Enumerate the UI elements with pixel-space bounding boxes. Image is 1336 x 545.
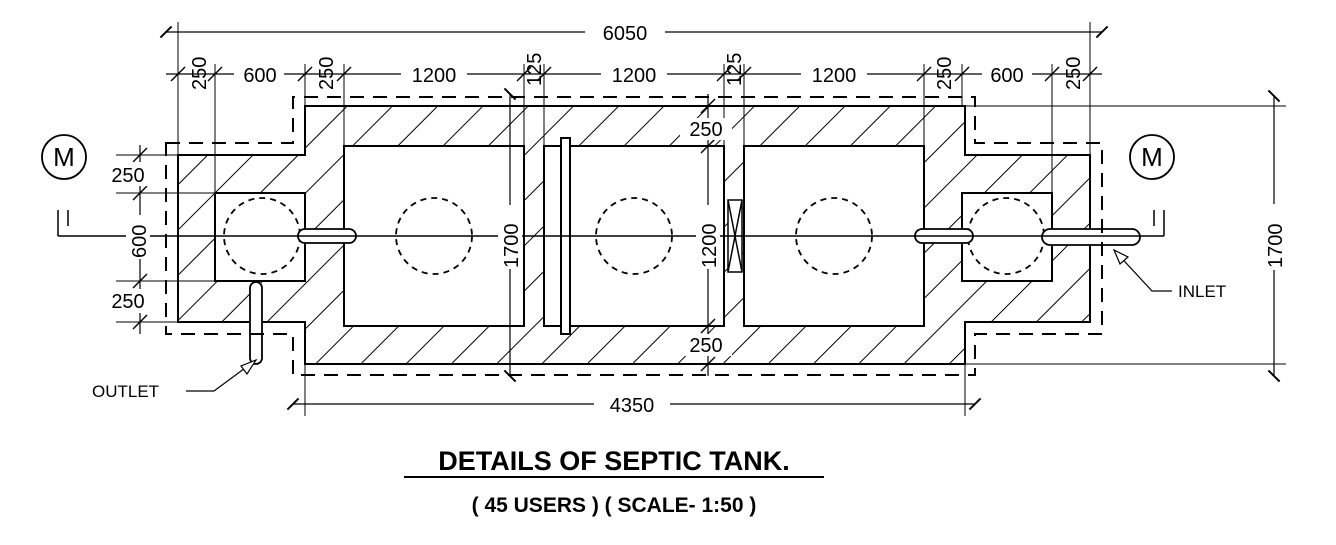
- dim-left-1: 250: [111, 165, 144, 187]
- inner-1200-ticks: [700, 98, 716, 372]
- dim-mask: [680, 118, 732, 140]
- dim-mask: [104, 289, 154, 313]
- dim-mask: [498, 205, 522, 269]
- left-ext-lines: [116, 154, 215, 323]
- dim-inner-1200: 1200: [699, 224, 721, 269]
- dim-chain-7: 125: [724, 53, 746, 86]
- dim-mask: [1262, 204, 1286, 270]
- dim-inner-1700: 1700: [501, 224, 523, 269]
- chain-masks: [234, 62, 1032, 86]
- inlet-leader: [1112, 248, 1172, 292]
- outlet-pipe: [249, 281, 263, 365]
- dim-bottom-4350: 4350: [610, 395, 655, 417]
- inlet-pipe: [1041, 228, 1141, 246]
- dim-mask: [126, 215, 150, 259]
- dim-chain-2: 600: [243, 65, 276, 87]
- dim-chain-10: 600: [990, 65, 1023, 87]
- outlet-label: OUTLET: [92, 382, 159, 401]
- dim-chain-3: 250: [316, 57, 338, 90]
- drawing-title: DETAILS OF SEPTIC TANK.: [438, 446, 790, 476]
- dim-mask: [585, 20, 665, 44]
- dim-overall-6050: 6050: [603, 23, 648, 45]
- dim-inner-top-wall: 250: [689, 119, 722, 141]
- svg-text:M: M: [53, 142, 75, 172]
- dim-right-1700: 1700: [1265, 224, 1287, 269]
- inlet-label: INLET: [1178, 282, 1226, 301]
- dim-chain-6: 1200: [612, 65, 657, 87]
- dim-chain-4: 1200: [412, 65, 457, 87]
- section-marker-right: M: [1129, 134, 1175, 180]
- dim-chain-11: 250: [1063, 57, 1085, 90]
- section-marker-left: M: [41, 134, 87, 180]
- outlet-chamber: [214, 192, 306, 282]
- dim-mask: [594, 392, 670, 416]
- footing-outline: [165, 96, 1103, 376]
- dim-left-3: 250: [111, 291, 144, 313]
- dim-inner-bottom-wall: 250: [689, 335, 722, 357]
- dim-chain-1: 250: [189, 57, 211, 90]
- dim-chain-8: 1200: [812, 65, 857, 87]
- dim-mask: [696, 205, 720, 269]
- drawing-subtitle: ( 45 USERS ) ( SCALE- 1:50 ): [472, 494, 757, 517]
- outlet-leader: [186, 358, 258, 392]
- dim-chain-9: 250: [934, 57, 956, 90]
- svg-text:M: M: [1141, 142, 1163, 172]
- dim-mask: [680, 334, 732, 356]
- dim-left-2: 600: [129, 225, 151, 258]
- dim-chain-5: 125: [524, 53, 546, 86]
- dim-mask: [104, 162, 154, 186]
- inlet-chamber: [961, 192, 1053, 282]
